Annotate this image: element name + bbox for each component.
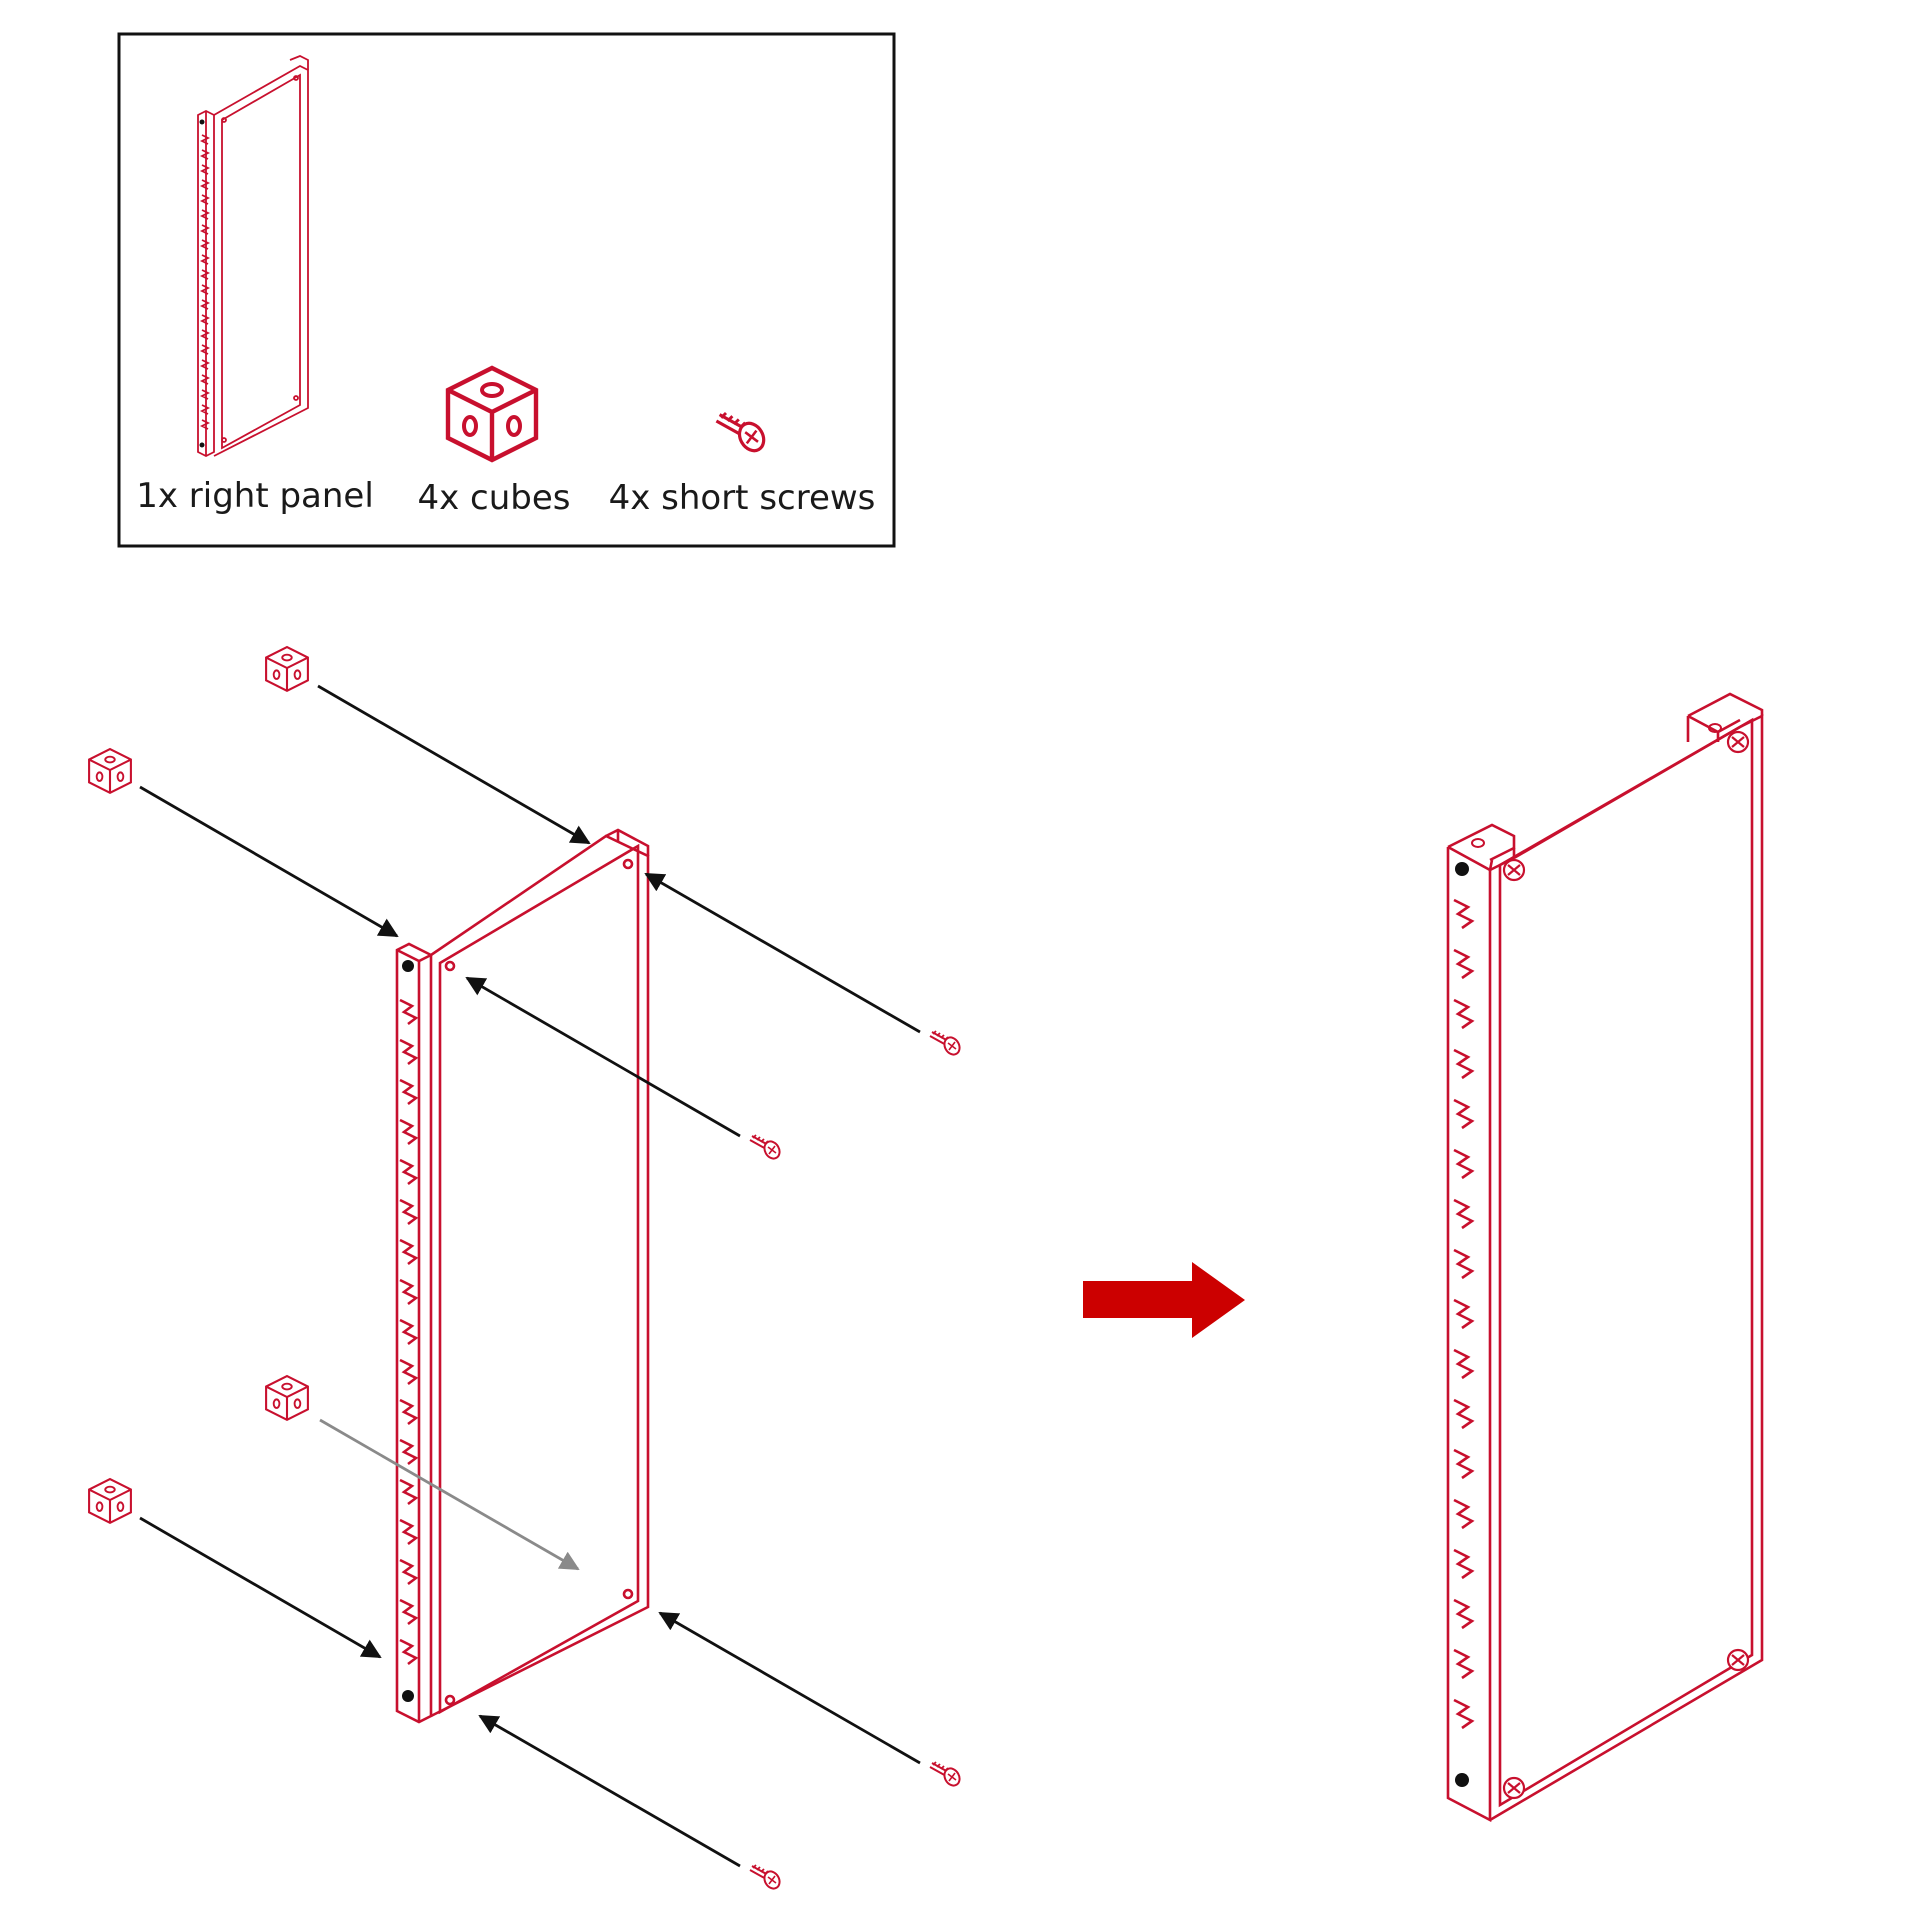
right-panel-label: 1x right panel — [136, 476, 374, 516]
screw-bottom-front — [749, 1864, 784, 1893]
cube-top-left — [88, 748, 132, 794]
screw-icon — [714, 411, 771, 457]
guide-arrows — [139, 684, 921, 1868]
screw-top-back — [929, 1030, 964, 1059]
cubes-label: 4x cubes — [417, 478, 570, 518]
cube-top-right — [265, 646, 309, 692]
hidden-guide-arrow — [319, 1418, 580, 1571]
cube-bottom-left — [88, 1478, 132, 1524]
exploded-panel — [395, 828, 650, 1724]
cube-bottom-right — [265, 1375, 309, 1421]
screw-bottom-back — [929, 1761, 964, 1790]
screw-top-front — [749, 1134, 784, 1163]
assembled-screw-heads — [1502, 730, 1750, 1800]
parts-box-frame — [117, 32, 896, 548]
short-screws-label: 4x short screws — [609, 478, 876, 518]
assembled-panel — [1446, 692, 1764, 1823]
cube-icon — [448, 368, 536, 460]
right-arrow-icon — [1083, 1262, 1245, 1338]
panel-icon — [197, 55, 309, 458]
